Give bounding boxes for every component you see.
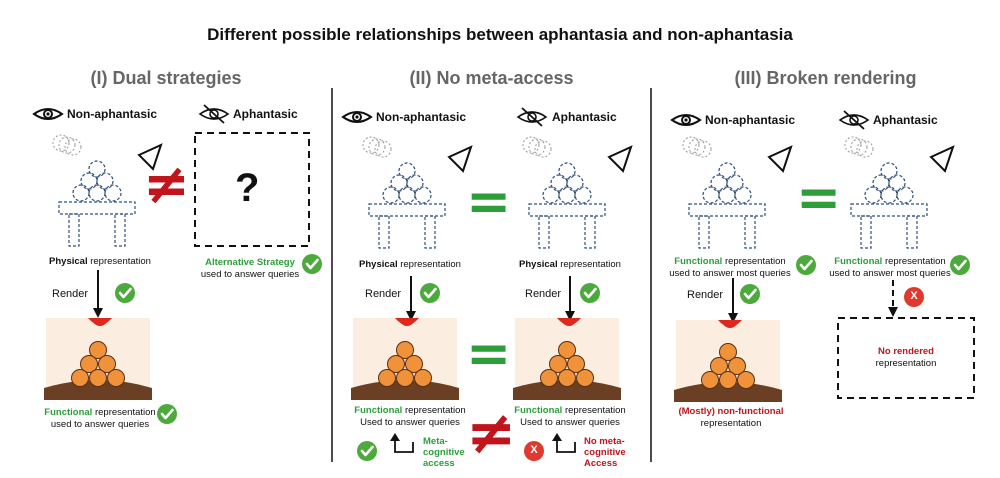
x-mark-label: X [530, 444, 538, 456]
not-equal-sign: ≠ [466, 398, 517, 468]
eye-icon [33, 108, 63, 120]
eye-icon [342, 111, 372, 123]
check-icon [578, 281, 602, 305]
eye-crossed-icon [517, 107, 547, 127]
panel-heading-no-meta-access: (II) No meta-access [409, 68, 574, 88]
caption-physical-representation: Physical representation [49, 256, 151, 267]
render-label: Render [52, 288, 89, 300]
sphere-stack-physical [522, 136, 632, 249]
diagram-title: Different possible relationships between… [207, 25, 793, 44]
alternative-strategy-box [194, 132, 310, 247]
equal-sign: = [796, 166, 842, 229]
eye-crossed-icon [839, 110, 869, 130]
sphere-stack-functional [682, 136, 792, 249]
x-mark-label: X [910, 290, 918, 302]
eye-crossed-icon [199, 104, 229, 124]
rendered-scene [673, 319, 783, 403]
caption-physical-representation: Physical representation [519, 259, 621, 270]
check-icon [418, 281, 442, 305]
equal-sign: = [466, 170, 512, 233]
rendered-scene [350, 317, 460, 401]
check-icon [355, 439, 379, 463]
unknown-question-mark: ? [235, 166, 260, 210]
meta-access-arrow [394, 436, 414, 453]
rendered-scene [43, 317, 153, 401]
caption-physical-representation: Physical representation [359, 259, 461, 270]
label-non-aphantasic: Non-aphantasic [376, 110, 467, 124]
label-non-aphantasic: Non-aphantasic [705, 113, 796, 127]
render-label: Render [687, 289, 724, 301]
label-aphantasic: Aphantasic [233, 107, 298, 121]
check-icon [113, 281, 137, 305]
meta-access-arrow-head [552, 433, 562, 441]
label-aphantasic: Aphantasic [552, 110, 617, 124]
meta-access-arrow-head [390, 433, 400, 441]
panel-heading-dual-strategies: (I) Dual strategies [90, 68, 242, 88]
label-aphantasic: Aphantasic [873, 113, 938, 127]
sphere-stack-physical [362, 136, 472, 249]
meta-access-arrow [556, 436, 576, 453]
not-equal-sign: ≠ [143, 152, 190, 217]
render-label: Render [525, 288, 562, 300]
render-label: Render [365, 288, 402, 300]
eye-icon [671, 114, 701, 126]
panel-heading-broken-rendering: (III) Broken rendering [734, 68, 917, 88]
sphere-stack-functional [844, 136, 954, 249]
check-icon [738, 282, 762, 306]
rendered-scene [512, 317, 622, 401]
equal-sign: = [466, 322, 512, 385]
label-non-aphantasic: Non-aphantasic [67, 107, 158, 121]
